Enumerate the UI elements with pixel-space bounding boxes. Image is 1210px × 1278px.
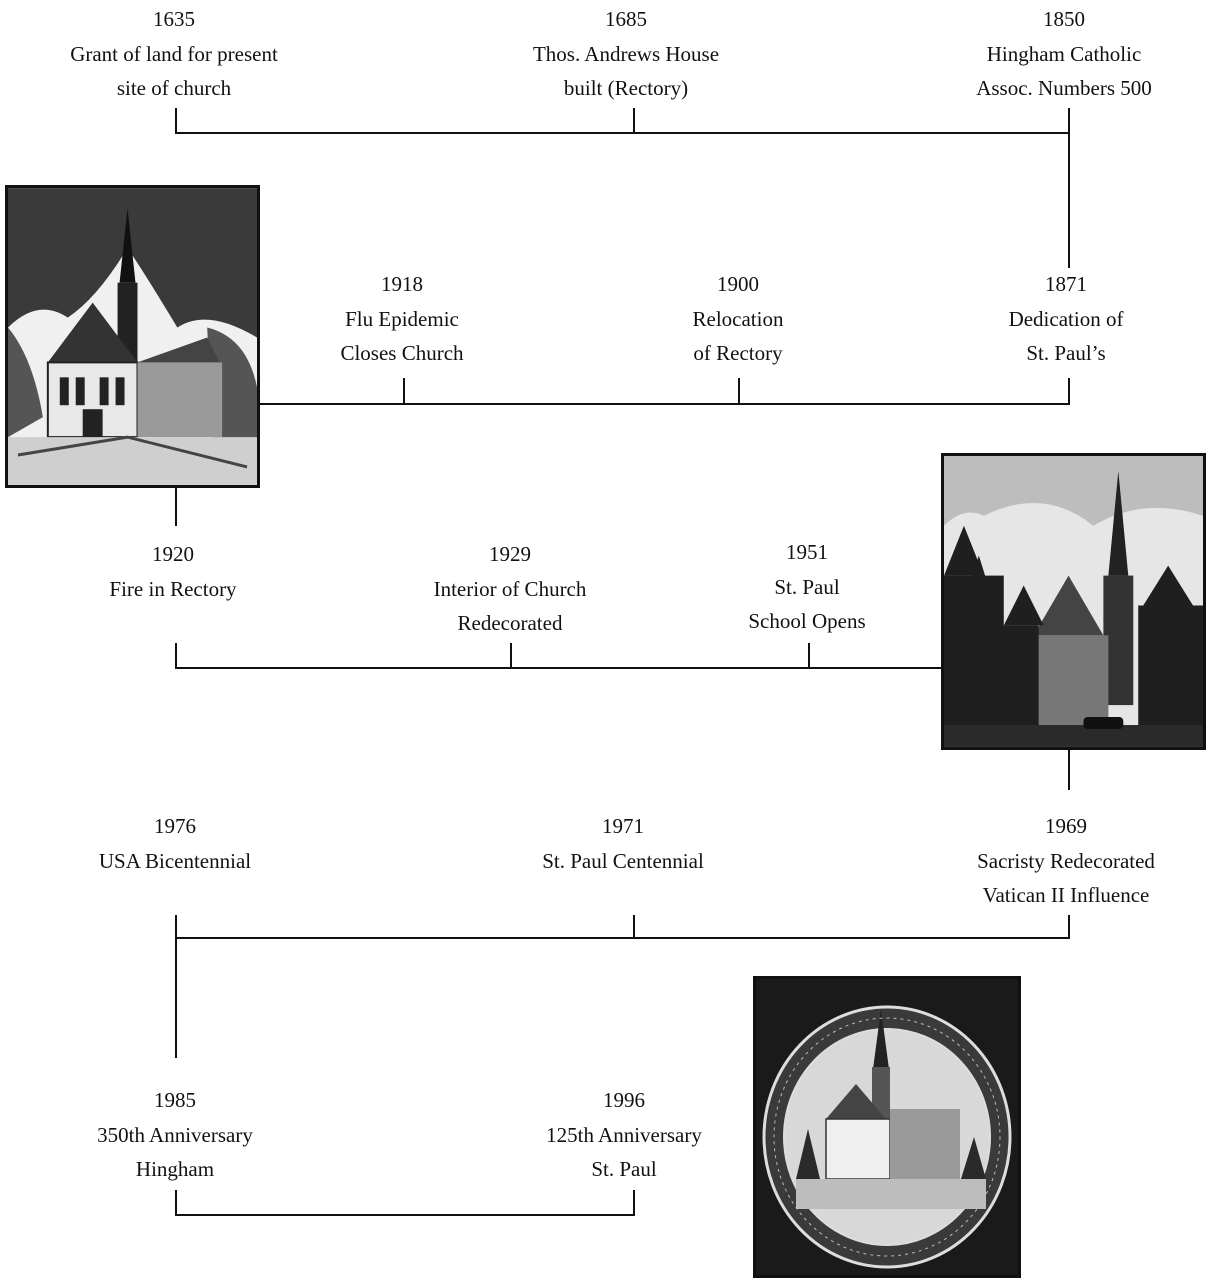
event-year: 1635 — [153, 7, 195, 31]
event-year: 1900 — [717, 272, 759, 296]
event-line2: Redecorated — [457, 611, 563, 635]
event-line2: Closes Church — [340, 341, 464, 365]
event-line2: site of church — [116, 76, 232, 100]
event-1635: 1635 Grant of land for present site of c… — [24, 2, 324, 106]
event-year: 1871 — [1045, 272, 1087, 296]
church-engraving-icon — [8, 188, 257, 485]
event-line1: 350th Anniversary — [97, 1122, 253, 1147]
event-year: 1850 — [1043, 7, 1085, 31]
event-line1: Hingham Catholic — [986, 41, 1142, 66]
event-line1: Flu Epidemic — [345, 306, 459, 331]
event-1951: 1951 St. Paul School Opens — [657, 535, 957, 639]
event-1918: 1918 Flu Epidemic Closes Church — [252, 267, 552, 371]
event-line1: St. Paul Centennial — [542, 848, 704, 873]
event-line1: Grant of land for present — [70, 41, 278, 66]
event-year: 1976 — [154, 814, 196, 838]
event-year: 1985 — [154, 1088, 196, 1112]
event-line2: School Opens — [748, 609, 866, 633]
event-line1: St. Paul — [774, 574, 840, 599]
event-line1: USA Bicentennial — [98, 848, 252, 873]
timeline-line-row2 — [260, 378, 1070, 405]
event-1976: 1976 USA Bicentennial — [25, 809, 325, 878]
event-year: 1996 — [603, 1088, 645, 1112]
event-1969: 1969 Sacristy Redecorated Vatican II Inf… — [916, 809, 1210, 913]
event-line1: Thos. Andrews House — [532, 41, 720, 66]
event-line1: Dedication of — [1008, 306, 1124, 331]
event-line1: Relocation — [692, 306, 784, 331]
event-1971: 1971 St. Paul Centennial — [473, 809, 773, 878]
historic-church-image — [5, 185, 260, 488]
timeline-line-row1 — [175, 108, 1070, 134]
event-line1: Fire in Rectory — [109, 576, 237, 601]
event-line2: Hingham — [135, 1157, 215, 1181]
event-year: 1920 — [152, 542, 194, 566]
event-line2: of Rectory — [693, 341, 783, 365]
event-year: 1685 — [605, 7, 647, 31]
seal-emblem-icon — [756, 979, 1018, 1275]
event-line2: Vatican II Influence — [982, 883, 1150, 907]
event-1900: 1900 Relocation of Rectory — [588, 267, 888, 371]
timeline-line-row5 — [175, 1190, 635, 1216]
event-1929: 1929 Interior of Church Redecorated — [360, 537, 660, 641]
event-line2: St. Paul — [591, 1157, 657, 1181]
event-year: 1951 — [786, 540, 828, 564]
event-year: 1918 — [381, 272, 423, 296]
event-1871: 1871 Dedication of St. Paul’s — [916, 267, 1210, 371]
event-year: 1971 — [602, 814, 644, 838]
anniversary-seal-image — [753, 976, 1021, 1278]
event-line2: Assoc. Numbers 500 — [976, 76, 1152, 100]
event-1685: 1685 Thos. Andrews House built (Rectory) — [476, 2, 776, 106]
event-year: 1929 — [489, 542, 531, 566]
event-1996: 1996 125th Anniversary St. Paul — [474, 1083, 774, 1187]
event-line2: built (Rectory) — [563, 76, 689, 100]
timeline-line-row3 — [175, 643, 942, 669]
event-line1: 125th Anniversary — [546, 1122, 702, 1147]
event-1850: 1850 Hingham Catholic Assoc. Numbers 500 — [914, 2, 1210, 106]
modern-church-image — [941, 453, 1206, 750]
timeline-line-row4 — [176, 915, 1070, 939]
event-line2: St. Paul’s — [1026, 341, 1106, 365]
event-year: 1969 — [1045, 814, 1087, 838]
event-1920: 1920 Fire in Rectory — [23, 537, 323, 606]
event-1985: 1985 350th Anniversary Hingham — [25, 1083, 325, 1187]
event-line1: Sacristy Redecorated — [977, 848, 1155, 873]
event-line1: Interior of Church — [433, 576, 587, 601]
church-photo-icon — [944, 456, 1203, 747]
